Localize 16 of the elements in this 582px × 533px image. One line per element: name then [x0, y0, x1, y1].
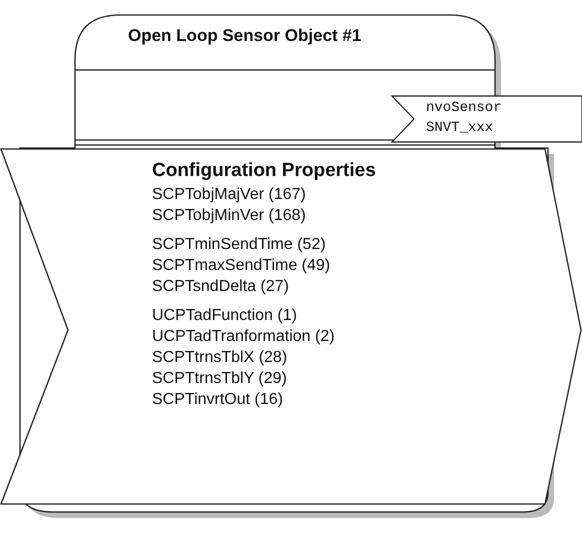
object-title: Open Loop Sensor Object #1: [128, 26, 362, 46]
property-item: SCPTtrnsTblY (29): [152, 370, 287, 388]
property-item: SCPTminSendTime (52): [152, 236, 326, 254]
property-item: SCPTinvrtOut (16): [152, 391, 283, 409]
variable-label: SNVT_xxx: [426, 120, 494, 136]
property-item: SCPTmaxSendTime (49): [152, 257, 330, 275]
property-item: SCPTobjMajVer (167): [152, 186, 306, 204]
output-chevron: [392, 96, 582, 142]
property-item: UCPTadTranformation (2): [152, 328, 335, 346]
variable-label: nvoSensor: [426, 100, 502, 116]
properties-chevron: [0, 148, 582, 505]
property-item: UCPTadFunction (1): [152, 307, 297, 325]
property-item: SCPTobjMinVer (168): [152, 207, 306, 225]
property-item: SCPTtrnsTblX (28): [152, 349, 288, 367]
property-item: SCPTsndDelta (27): [152, 278, 289, 296]
section-heading: Configuration Properties: [152, 160, 376, 182]
